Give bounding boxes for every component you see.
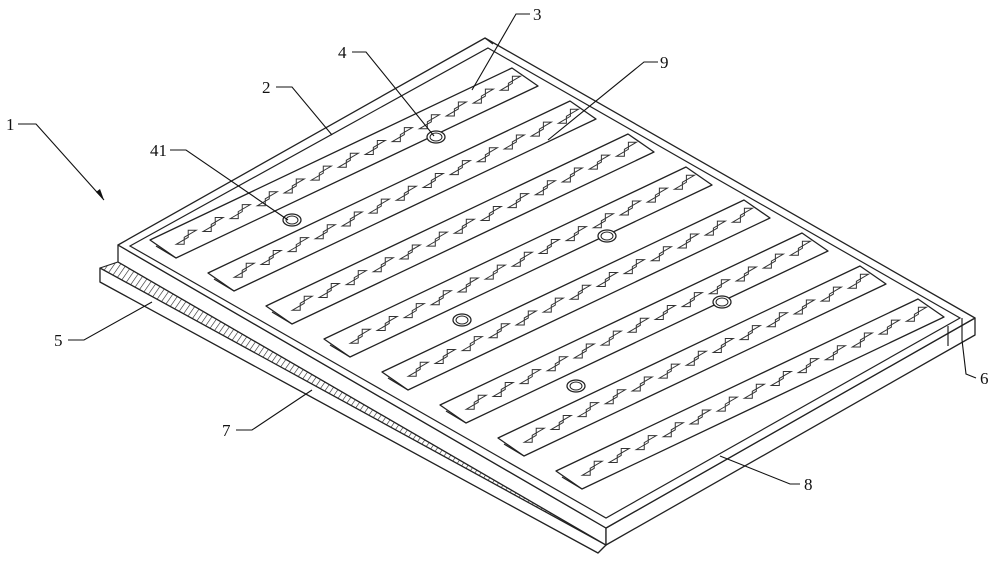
- hole-inner-ring: [570, 382, 582, 390]
- leader-6: [962, 340, 976, 378]
- arrow-1: [96, 189, 104, 200]
- label-9: 9: [660, 53, 669, 72]
- label-4: 4: [338, 43, 347, 62]
- label-5: 5: [54, 331, 63, 350]
- label-2: 2: [262, 78, 271, 97]
- leader-1: [18, 124, 104, 200]
- hole-inner-ring: [430, 133, 442, 141]
- leader-7: [236, 390, 312, 430]
- label-6: 6: [980, 369, 989, 388]
- leader-5: [68, 302, 152, 340]
- label-41: 41: [150, 141, 167, 160]
- label-1: 1: [6, 115, 15, 134]
- hole-inner-ring: [601, 232, 613, 240]
- label-8: 8: [804, 475, 813, 494]
- label-3: 3: [533, 5, 542, 24]
- label-7: 7: [222, 421, 231, 440]
- hole-inner-ring: [456, 316, 468, 324]
- hole-inner-ring: [716, 298, 728, 306]
- leader-2: [276, 87, 332, 135]
